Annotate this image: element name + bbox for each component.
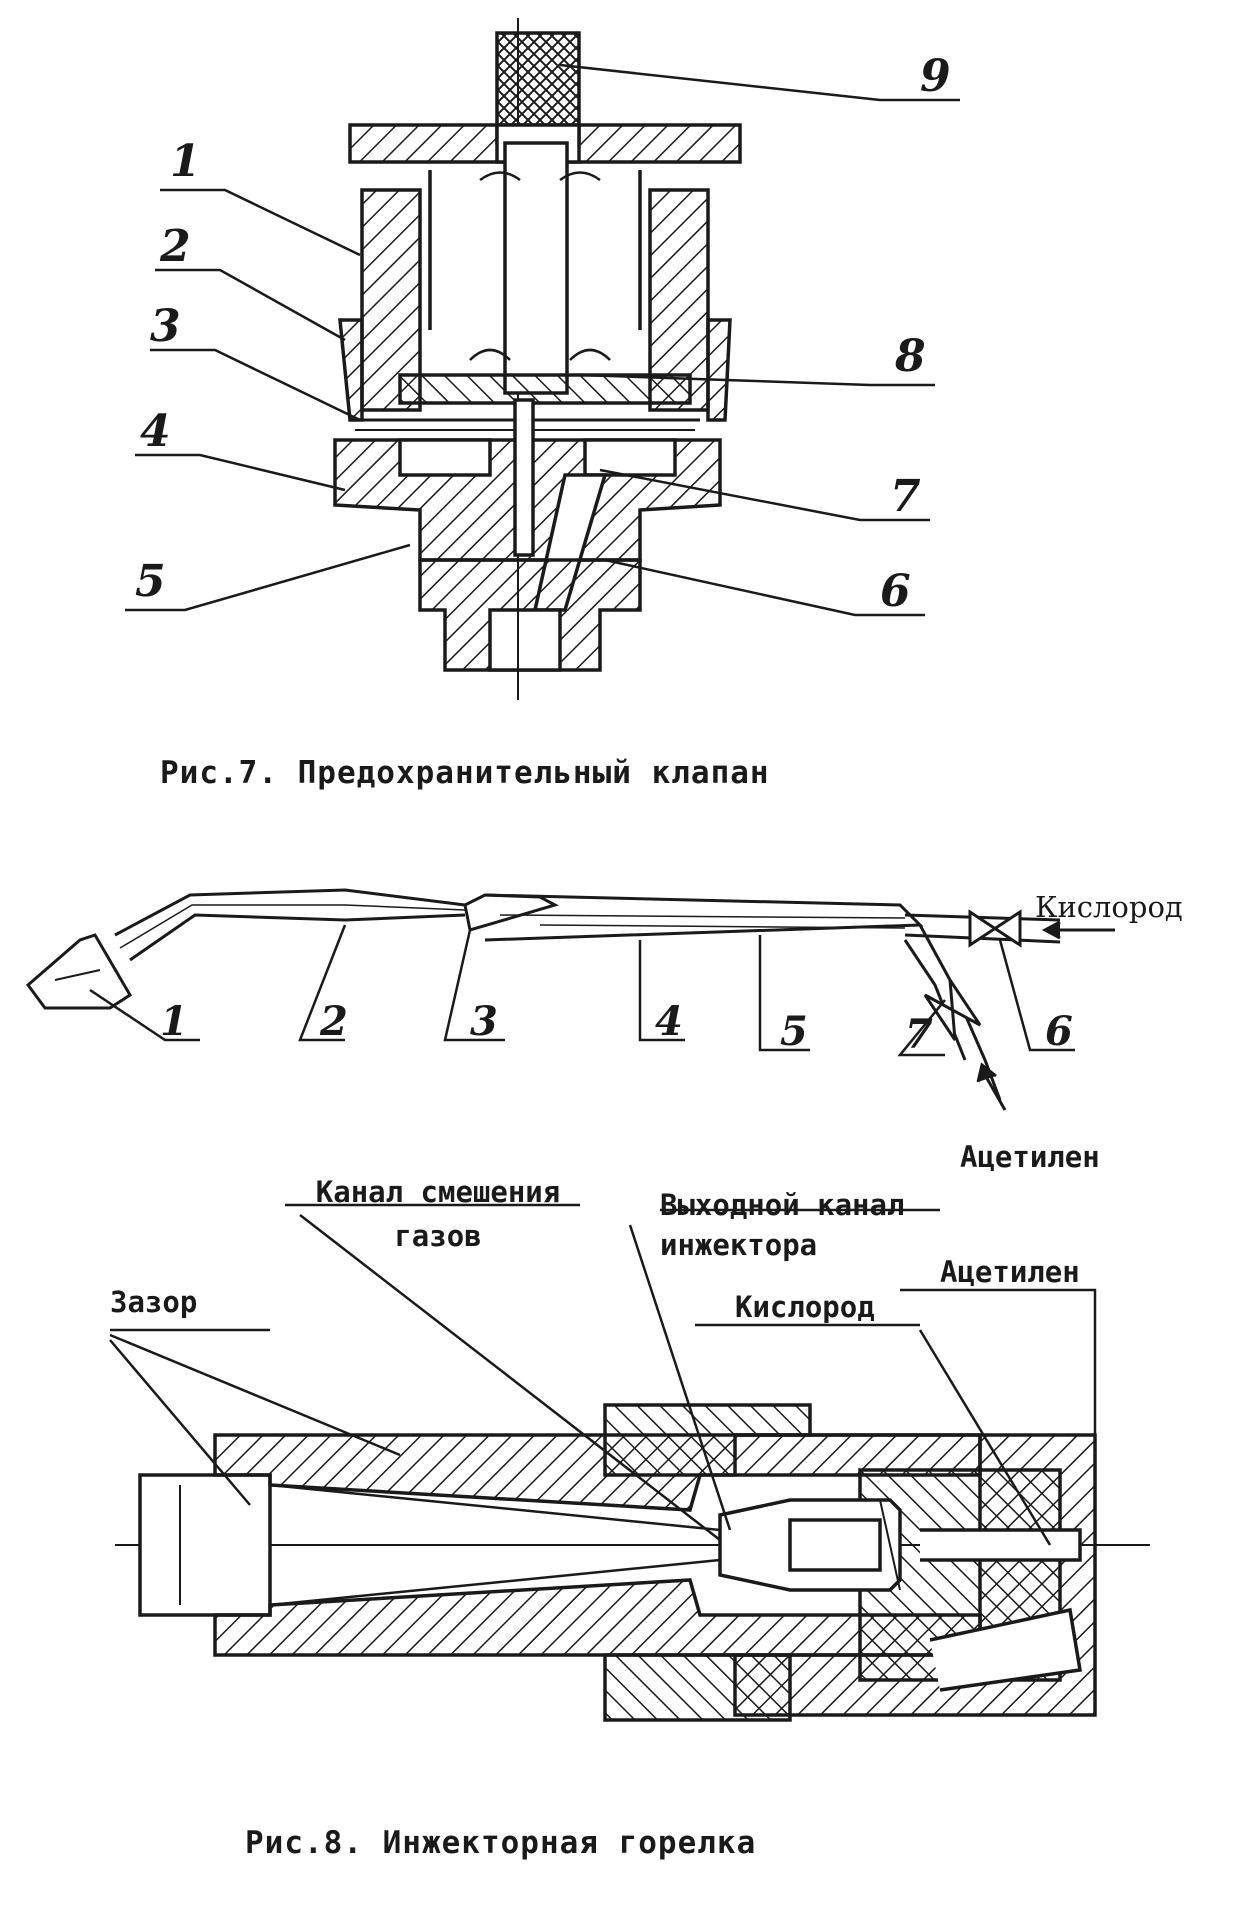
torch-callout-6: 6 [1045, 1008, 1073, 1055]
torch-callout-1: 1 [160, 998, 188, 1045]
oxygen-label-fig8: Кислород [735, 1290, 875, 1324]
callout-2: 2 [160, 221, 191, 272]
gap-label: Зазор [110, 1285, 198, 1319]
acetylene-label-fig8: Ацетилен [940, 1255, 1080, 1289]
callout-7: 7 [890, 471, 921, 522]
callout-1: 1 [170, 136, 201, 187]
injector-outlet-text: Выходной канал инжектора [660, 1188, 905, 1262]
callout-6: 6 [880, 566, 911, 617]
callout-5: 5 [135, 556, 166, 607]
callout-3: 3 [150, 301, 181, 352]
torch-callout-3: 3 [470, 998, 498, 1045]
figure7-caption: Рис.7. Предохранительный клапан [160, 755, 770, 791]
torch-callout-4: 4 [655, 998, 683, 1045]
figure8-caption: Рис.8. Инжекторная горелка [245, 1825, 757, 1861]
oxygen-label: Кислород [1035, 890, 1183, 924]
torch-callout-5: 5 [780, 1008, 808, 1055]
acetylene-label-top: Ацетилен [960, 1140, 1100, 1174]
mixing-channel-label: Канал смешения газов [288, 1170, 588, 1258]
callout-9: 9 [920, 51, 951, 102]
torch-callout-2: 2 [320, 998, 348, 1045]
callout-4: 4 [140, 406, 171, 457]
mixing-channel-text: Канал смешения газов [315, 1175, 561, 1253]
callout-8: 8 [895, 331, 926, 382]
torch-callout-7: 7 [905, 1011, 933, 1058]
injector-outlet-label: Выходной канал инжектора [660, 1185, 970, 1265]
